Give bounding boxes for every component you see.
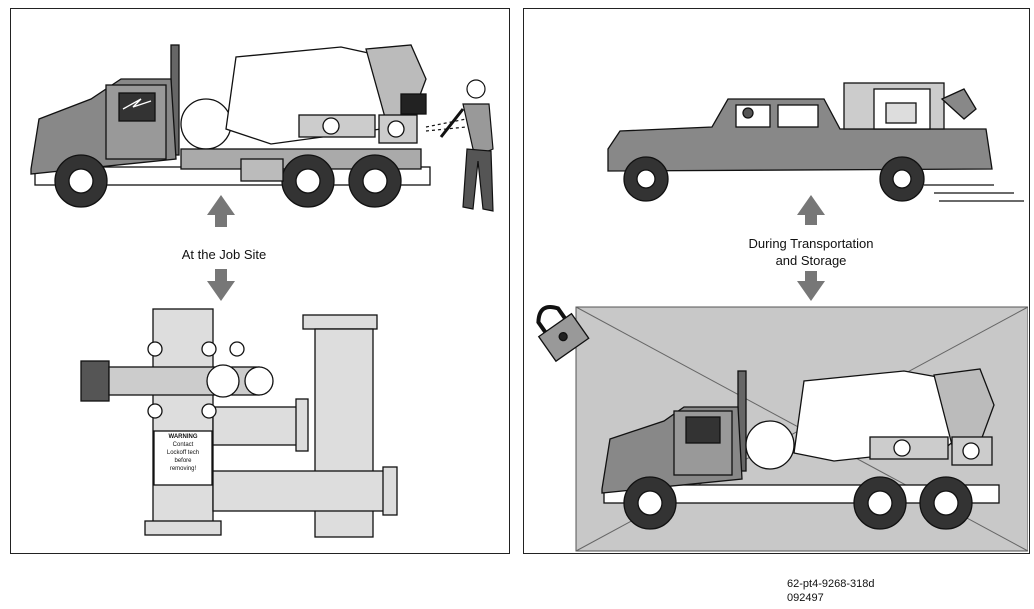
warning-sign-line: before xyxy=(154,457,212,465)
figure-date: 092497 xyxy=(787,591,874,605)
arrow-up-icon xyxy=(207,195,235,227)
warning-sign: WARNING Contact Lockoff tech before remo… xyxy=(154,433,212,473)
transportation-caption: During Transportation and Storage xyxy=(704,235,918,269)
arrow-down-icon xyxy=(207,269,235,301)
warning-sign-line: Contact xyxy=(154,441,212,449)
arrow-down-icon xyxy=(797,271,825,301)
pickup-truck-drawing xyxy=(608,83,1024,201)
transportation-caption-line1: During Transportation xyxy=(704,235,918,252)
warning-sign-line: removing! xyxy=(154,465,212,473)
worker-figure xyxy=(426,80,493,211)
warning-sign-line: Lockoff tech xyxy=(154,449,212,457)
warning-sign-title: WARNING xyxy=(154,433,212,441)
figure-code: 62-pt4-9268-318d xyxy=(787,577,874,591)
cement-truck-drawing xyxy=(31,45,430,207)
job-site-caption: At the Job Site xyxy=(159,246,289,263)
arrow-up-icon xyxy=(797,195,825,225)
figure-reference: 62-pt4-9268-318d 092497 xyxy=(787,577,874,605)
job-site-illustration xyxy=(11,9,508,552)
transportation-illustration xyxy=(524,9,1028,552)
transportation-panel: During Transportation and Storage xyxy=(523,8,1030,554)
job-site-panel: At the Job Site WARNING Contact Lockoff … xyxy=(10,8,510,554)
transportation-caption-line2: and Storage xyxy=(704,252,918,269)
locked-valve-drawing xyxy=(81,309,397,537)
